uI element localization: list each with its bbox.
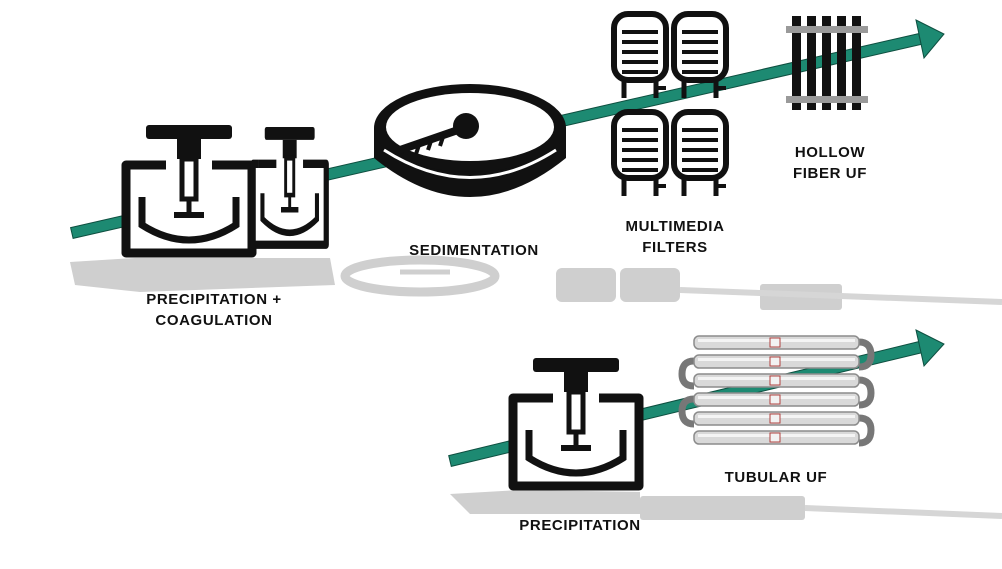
stage-label-tubular-uf: TUBULAR UF [724,469,828,486]
hollow-fiber-module-icon [786,16,868,110]
mixing-tank-icon [124,125,254,255]
stage-label-precipitation: PRECIPITATION [519,517,641,534]
stage-label-precipitation-coagulation: PRECIPITATION + COAGULATION [146,291,282,329]
clarifier-icon [374,84,566,197]
stage-label-multimedia-filters: MULTIMEDIA FILTERS [625,218,725,256]
mixing-tank-icon [511,358,641,488]
mixing-tank-icon [252,127,327,247]
tubular-membrane-icon [678,335,875,447]
stage-label-hollow-fiber-uf: HOLLOW FIBER UF [793,144,867,182]
shadow-reflections [70,255,1002,520]
stage-label-sedimentation: SEDIMENTATION [409,242,539,259]
